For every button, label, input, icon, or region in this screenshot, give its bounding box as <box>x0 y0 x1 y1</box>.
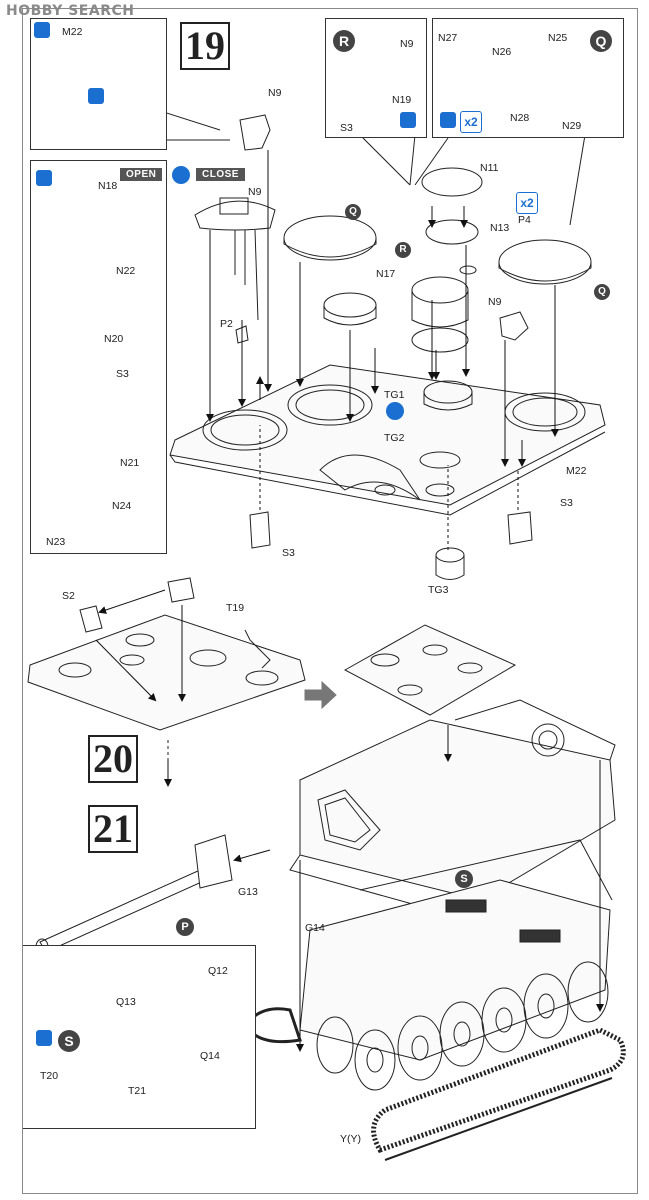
part-label-N19: N19 <box>392 94 412 106</box>
part-label-N9-close: N9 <box>248 186 262 198</box>
gun-mantlet <box>194 834 233 889</box>
part-label-S2: S2 <box>62 590 75 602</box>
part-label-N24: N24 <box>112 500 132 512</box>
part-label-M22: M22 <box>566 465 587 477</box>
part-label-TG3: TG3 <box>428 584 449 596</box>
x2-icon: x2 <box>516 192 538 214</box>
N9-clip <box>239 114 271 151</box>
marker-Q-right: Q <box>594 284 610 300</box>
part-label-N9-top: N9 <box>268 87 282 99</box>
gun-mantlet-opening <box>317 789 381 851</box>
part-label-N9-r: N9 <box>400 38 414 50</box>
close-tag: CLOSE <box>196 168 245 181</box>
part-label-S3-r: S3 <box>340 122 353 134</box>
close-toggle-icon <box>386 402 404 420</box>
step20-deck-plate-small <box>343 624 517 716</box>
part-label-N22: N22 <box>116 265 136 277</box>
part-label-G14: G14 <box>305 922 325 934</box>
part-label-P4: P4 <box>518 214 531 226</box>
tool-icon <box>400 112 416 128</box>
step-21: 21 <box>88 805 138 853</box>
part-label-Q12: Q12 <box>208 965 228 977</box>
part-label-Q14: Q14 <box>200 1050 220 1062</box>
part-label-N17: N17 <box>376 268 396 280</box>
close-toggle-icon <box>172 166 190 184</box>
x2-icon: x2 <box>460 111 482 133</box>
TG2-ring <box>419 451 461 469</box>
part-label-P2: P2 <box>220 318 233 330</box>
watermark: HOBBY SEARCH <box>6 3 135 19</box>
part-label-N9-mid: N9 <box>488 296 502 308</box>
part-label-M22-inset: M22 <box>62 26 83 38</box>
part-label-N29: N29 <box>562 120 582 132</box>
open-tag: OPEN <box>120 168 163 181</box>
step-20: 20 <box>88 735 138 783</box>
panel-M22-detail <box>30 18 167 150</box>
part-label-YY: Y(Y) <box>340 1133 361 1145</box>
N9-clip-right <box>499 311 529 341</box>
tool-icon <box>34 22 50 38</box>
marker-S-hull: S <box>455 870 473 888</box>
part-label-N26: N26 <box>492 46 512 58</box>
part-label-T20: T20 <box>40 1070 59 1082</box>
engine-deck <box>454 699 616 761</box>
tool-icon <box>36 1030 52 1046</box>
road-wheels <box>316 961 609 1091</box>
part-label-G13: G13 <box>238 886 258 898</box>
part-label-N25: N25 <box>548 32 568 44</box>
marker-R-inset: R <box>333 30 355 52</box>
marker-Q-inset: Q <box>590 30 612 52</box>
part-label-T21: T21 <box>128 1085 147 1097</box>
hatch-ring-centre <box>287 384 373 426</box>
part-label-TG2: TG2 <box>384 432 405 444</box>
tool-icon <box>440 112 456 128</box>
part-label-Q13: Q13 <box>116 996 136 1008</box>
part-label-N20: N20 <box>104 333 124 345</box>
part-label-N28: N28 <box>510 112 530 124</box>
part-label-N21: N21 <box>120 457 140 469</box>
marker-R-plate: R <box>395 242 411 258</box>
tool-icon <box>36 170 52 186</box>
S3-block-left <box>249 511 271 549</box>
step20-direction-arrow <box>304 680 337 710</box>
marker-P: P <box>176 918 194 936</box>
hatch-ring-left <box>202 409 288 451</box>
tool-icon <box>88 88 104 104</box>
part-label-N18: N18 <box>98 180 118 192</box>
panel-open-detail <box>30 160 167 554</box>
marker-Q-left: Q <box>345 204 361 220</box>
step20-deck-plate-left <box>27 614 306 731</box>
part-label-TG1: TG1 <box>384 389 405 401</box>
part-label-S3-low: S3 <box>282 547 295 559</box>
part-label-T19: T19 <box>226 602 245 614</box>
part-label-N13: N13 <box>490 222 510 234</box>
N13-ring <box>425 219 479 245</box>
part-label-N27: N27 <box>438 32 458 44</box>
part-label-N23: N23 <box>46 536 66 548</box>
track-left <box>248 1007 302 1044</box>
part-label-S3-right: S3 <box>560 497 573 509</box>
step-19: 19 <box>180 22 230 70</box>
S3-block-right <box>507 511 533 545</box>
panel-outer-border <box>22 8 638 1194</box>
track-right <box>371 1027 626 1154</box>
part-label-N11: N11 <box>480 162 499 174</box>
marker-S-inset: S <box>58 1030 80 1052</box>
part-label-S3-open: S3 <box>116 368 129 380</box>
N11-plate <box>421 167 483 197</box>
